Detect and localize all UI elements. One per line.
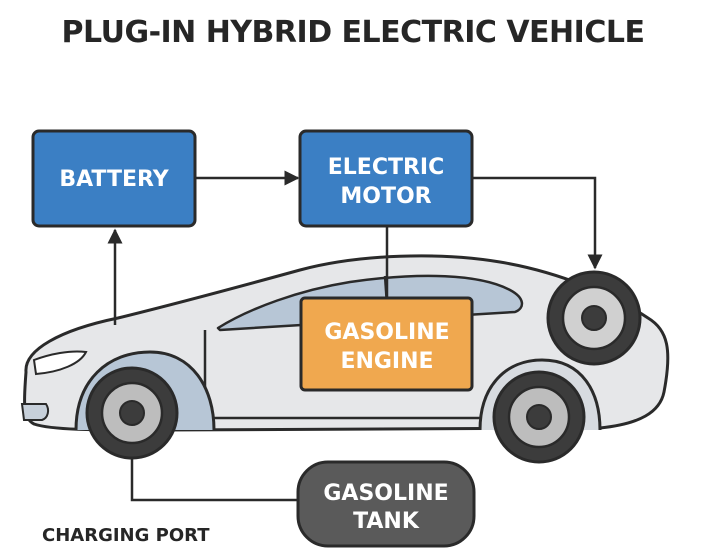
gasoline-engine-label-line1: GASOLINE — [324, 320, 449, 345]
gasoline-engine-label-line2: ENGINE — [340, 349, 433, 374]
battery-box: BATTERY — [31, 129, 197, 228]
gasoline-tank-label-line1: GASOLINE — [323, 481, 448, 506]
gasoline-engine-box: GASOLINE ENGINE — [299, 296, 474, 392]
car — [20, 254, 670, 464]
electric-motor-label-line1: ELECTRIC — [328, 155, 445, 180]
electric-motor-label-line2: MOTOR — [340, 184, 431, 209]
connectors — [107, 170, 603, 502]
charging-port-label: CHARGING PORT — [42, 525, 210, 546]
motor-driven-wheel — [546, 270, 642, 366]
gasoline-tank-box: GASOLINE TANK — [296, 460, 476, 548]
electric-motor-box: ELECTRIC MOTOR — [298, 129, 474, 228]
arrow-motor-to-wheel — [472, 176, 603, 270]
charging-line — [130, 458, 298, 502]
diagram-title: PLUG-IN HYBRID ELECTRIC VEHICLE — [62, 15, 645, 50]
car-headlight — [32, 350, 88, 376]
rear-wheel — [492, 370, 586, 464]
car-bumper — [20, 403, 50, 421]
gasoline-tank-label-line2: TANK — [353, 509, 420, 534]
front-wheel — [85, 366, 179, 460]
battery-label: BATTERY — [59, 167, 169, 192]
